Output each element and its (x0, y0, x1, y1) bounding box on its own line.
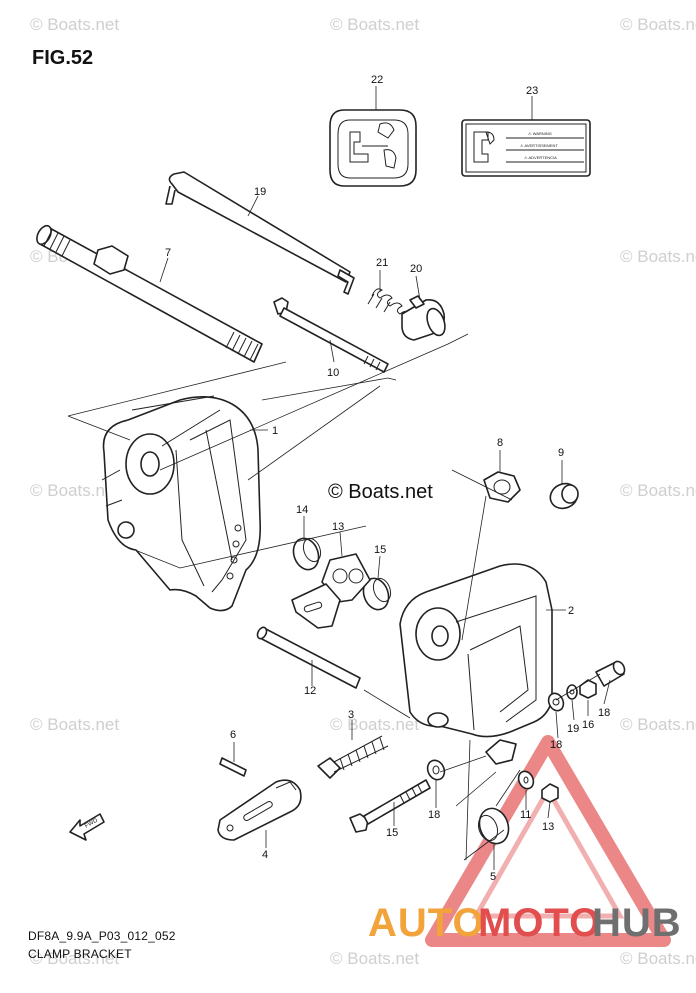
part-10-bolt[interactable] (273, 297, 389, 373)
callout-15b: 15 (374, 544, 386, 556)
part-15-bushing[interactable] (359, 575, 393, 613)
watermark: © Boats.net (330, 15, 419, 34)
callout-11: 11 (520, 809, 531, 821)
watermark: © Boats.net (30, 15, 119, 34)
brand-logo: AUTO MOTO HUB (368, 901, 682, 945)
label-25-line: ⚠ AVERTISSEMENT (520, 143, 558, 148)
callout-3: 3 (348, 709, 354, 721)
part-21-rod[interactable] (165, 171, 355, 295)
diagram-title: CLAMP BRACKET (28, 947, 132, 961)
part-22-sleeve[interactable] (401, 295, 448, 341)
callout-15: 14 (296, 504, 308, 516)
label-25-line: ⚠ ADVERTENCIA (524, 155, 557, 160)
callout-21: 19 (254, 186, 266, 198)
callout-8: 8 (497, 437, 503, 449)
part-25-warning-label[interactable]: ⚠ WARNING ⚠ AVERTISSEMENT ⚠ ADVERTENCIA (461, 119, 591, 177)
part-16-bolt[interactable] (349, 779, 431, 833)
callout-7: 7 (165, 247, 171, 259)
part-19-washer[interactable] (566, 684, 578, 700)
watermark: © Boats.net (620, 715, 696, 734)
watermark: © Boats.net (620, 949, 696, 968)
callout-13: 13 (542, 821, 554, 833)
watermark: © Boats.net (620, 247, 696, 266)
callout-5: 5 (490, 871, 496, 883)
part-20-sleeve[interactable] (595, 659, 627, 687)
part-11-washer[interactable] (516, 769, 536, 791)
part-3-spring[interactable] (317, 735, 389, 779)
callout-19: 19 (567, 723, 579, 735)
callout-24: 22 (371, 74, 383, 86)
callout-10: 10 (327, 367, 339, 379)
watermark: © Boats.net (30, 481, 119, 500)
callout-1: 1 (272, 425, 278, 437)
part-6-pin[interactable] (219, 757, 247, 777)
watermark: © Boats.net (620, 15, 696, 34)
part-17-nut[interactable] (579, 679, 597, 699)
fwd-arrow-icon: FWD (69, 813, 105, 841)
figure-title: FIG.52 (32, 47, 93, 69)
center-watermark: © Boats.net (328, 481, 433, 503)
watermark: © Boats.net (30, 715, 119, 734)
callout-12: 12 (304, 685, 316, 697)
part-15-bushing[interactable] (289, 535, 323, 573)
part-9-bushing[interactable] (546, 479, 582, 513)
watermark: © Boats.net (330, 715, 419, 734)
callout-6: 6 (230, 729, 236, 741)
callout-18b: 18 (550, 739, 562, 751)
part-12-pin[interactable] (256, 626, 361, 689)
diagram-code: DF8A_9.9A_P03_012_052 (28, 929, 176, 943)
part-5-plug[interactable] (475, 804, 514, 847)
part-7-tilt-tube[interactable] (34, 223, 263, 363)
watermark: © Boats.net (30, 949, 119, 968)
leader-lines (159, 86, 611, 870)
brand-text-moto: MOTO (478, 901, 601, 945)
callout-16: 15 (386, 827, 398, 839)
part-14-stopper-plate[interactable] (291, 553, 371, 629)
part-4-lever[interactable] (217, 779, 302, 841)
part-8-nut[interactable] (483, 471, 521, 503)
part-2-link (485, 739, 517, 765)
callout-4: 4 (262, 849, 268, 861)
part-24-decal[interactable] (329, 109, 417, 187)
brand-text-hub: HUB (592, 901, 682, 945)
part-18-washer[interactable] (425, 758, 448, 783)
callout-22: 20 (410, 263, 422, 275)
callout-18: 18 (428, 809, 440, 821)
callout-2: 2 (568, 605, 574, 617)
part-1-clamp-bracket-left[interactable] (101, 395, 262, 612)
callout-17: 16 (582, 719, 594, 731)
callout-23: 21 (376, 257, 388, 269)
callout-numbers: 22 23 19 7 21 20 10 1 8 9 14 13 15 2 12 … (165, 74, 610, 883)
part-2-clamp-bracket-right[interactable] (399, 563, 553, 738)
brand-text-auto: AUTO (368, 901, 485, 945)
callout-25: 23 (526, 85, 538, 97)
watermark: © Boats.net (330, 949, 419, 968)
callout-20: 18 (598, 707, 610, 719)
callout-9: 9 (558, 447, 564, 459)
label-25-line: ⚠ WARNING (528, 131, 552, 136)
part-13-nut[interactable] (541, 783, 559, 803)
part-23-spring[interactable] (367, 288, 411, 317)
watermark: © Boats.net (620, 481, 696, 500)
callout-14: 13 (332, 521, 344, 533)
